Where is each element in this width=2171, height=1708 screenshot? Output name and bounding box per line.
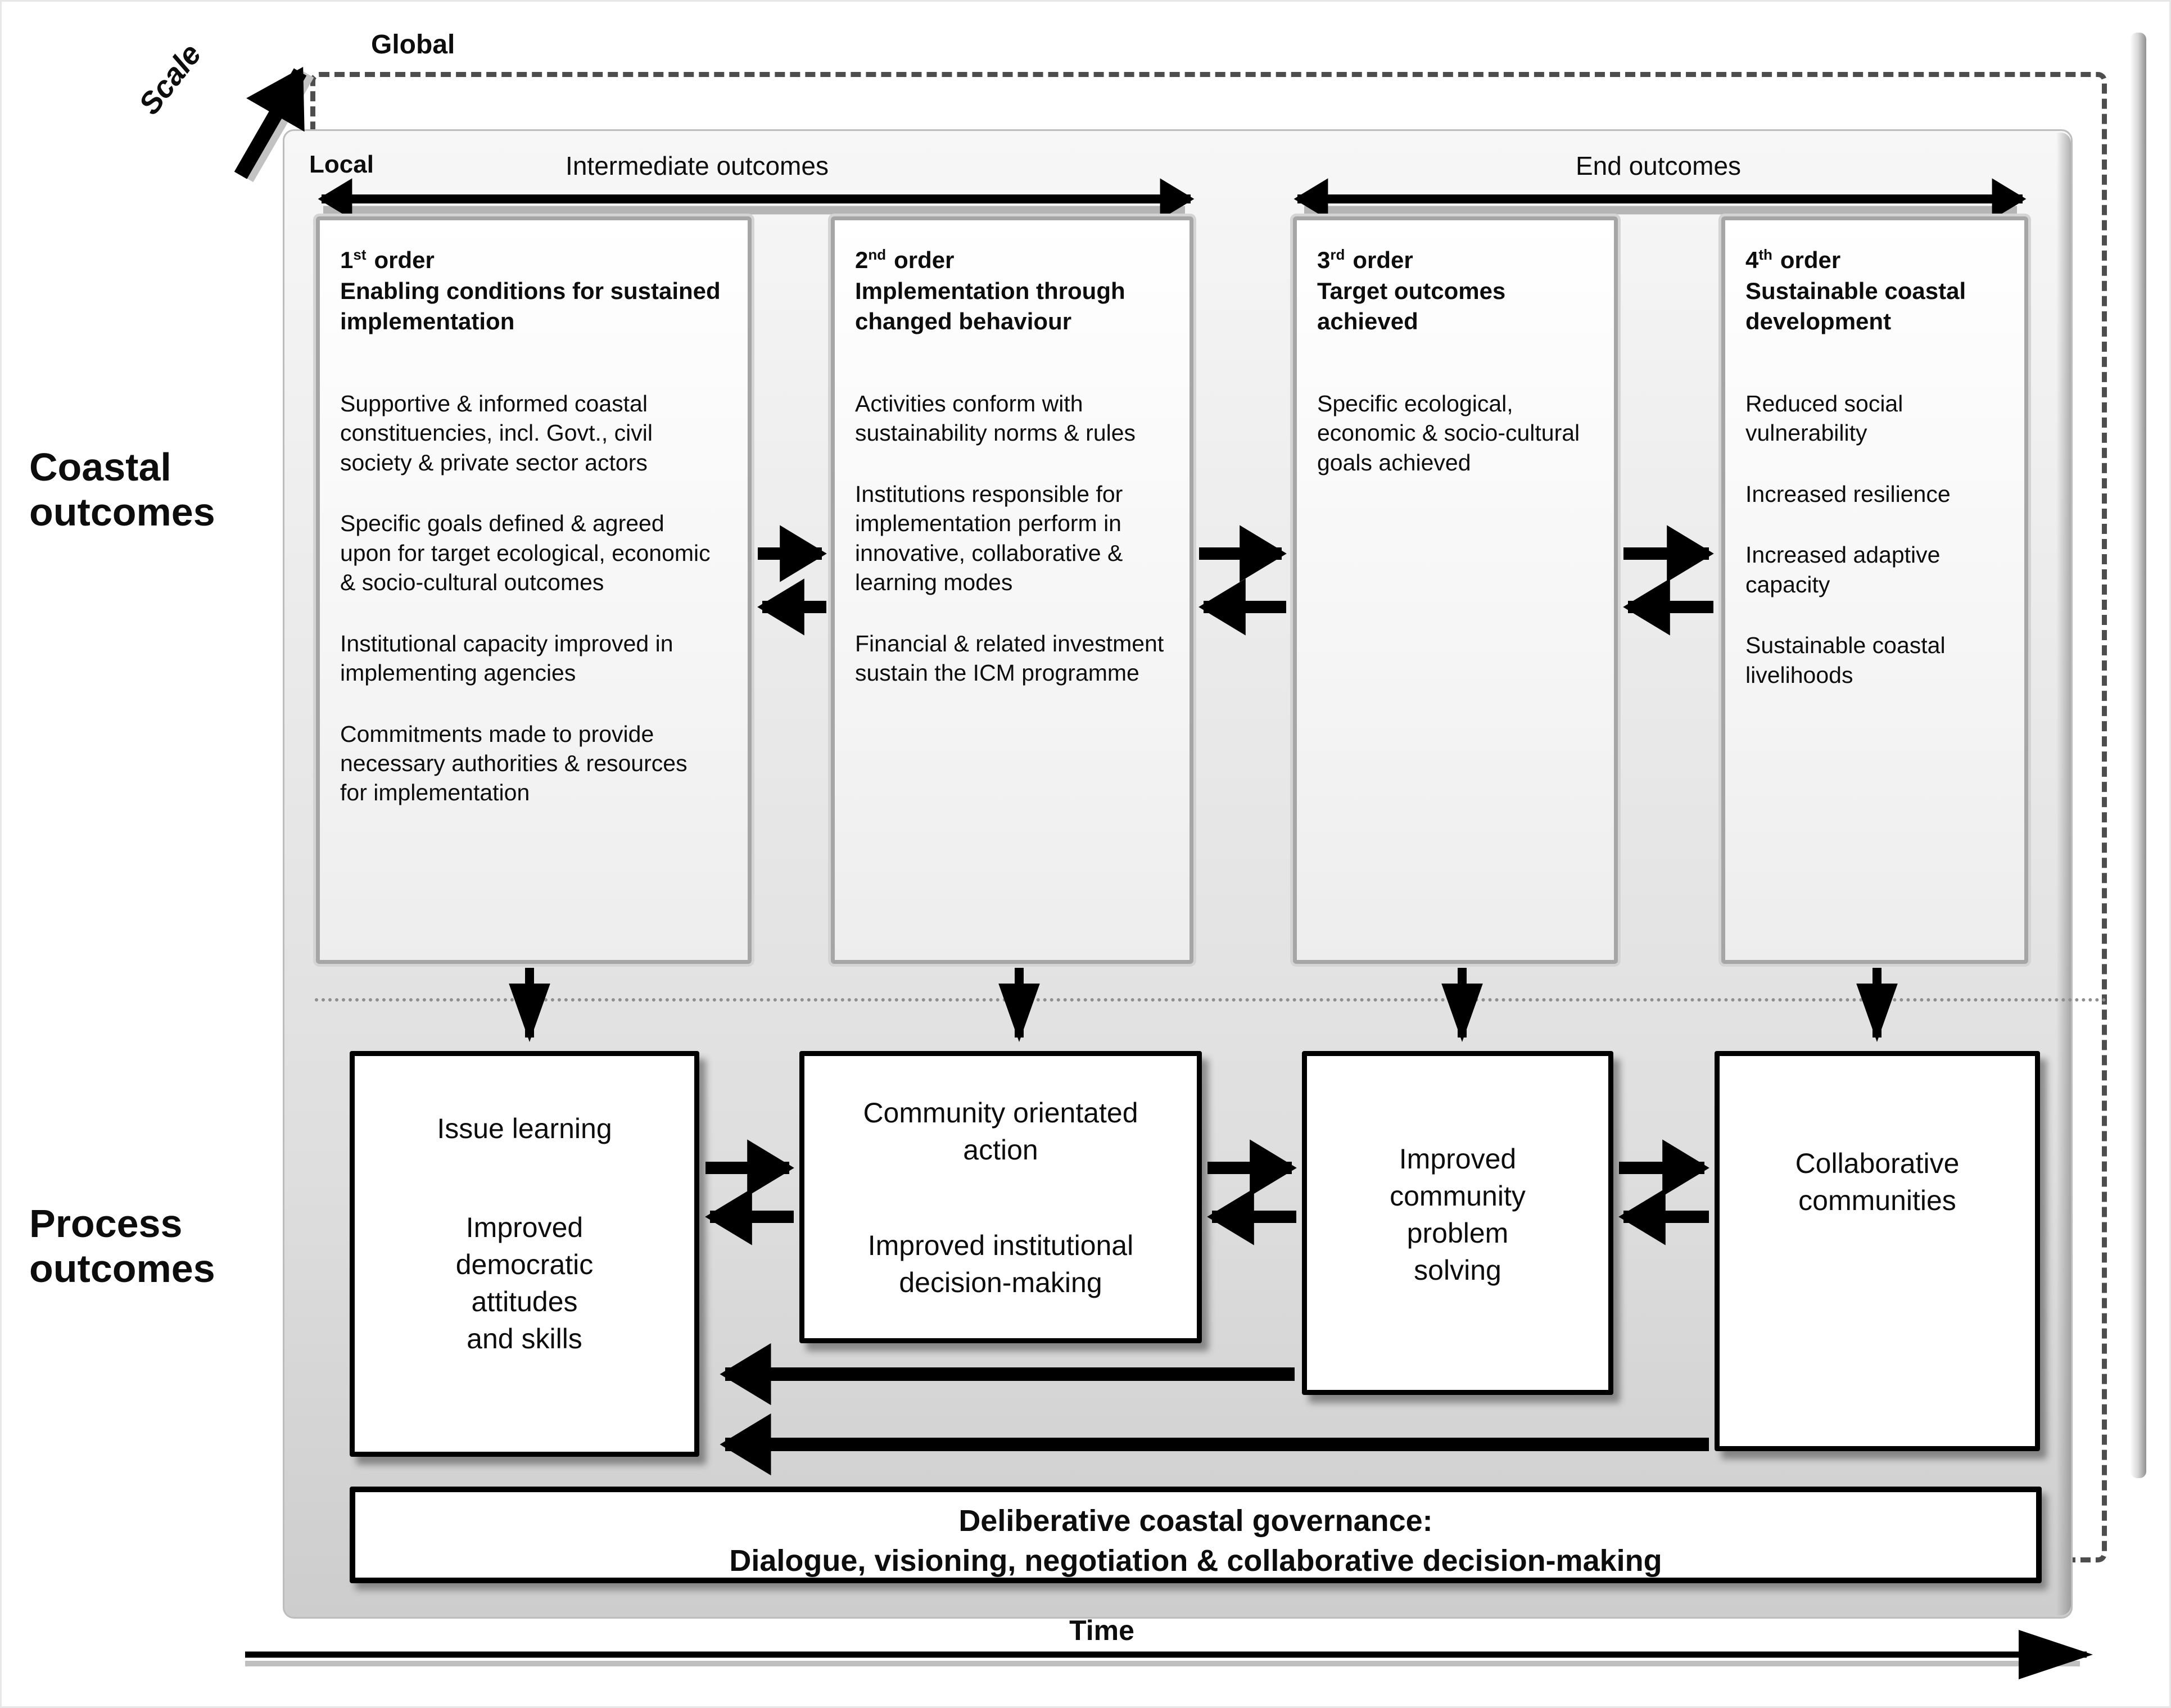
process-box-problem-solving: Improved community problem solving: [1302, 1051, 1613, 1395]
process-box-2-line: Improved institutional decision-making: [867, 1230, 1134, 1298]
process-box-collaborative-communities: Collaborative communities: [1715, 1051, 2040, 1451]
global-scale-label: Global: [371, 30, 455, 60]
process-box-3-line: Improved community problem solving: [1390, 1143, 1526, 1286]
coastal-box-2-para: Activities conform with sustainability n…: [855, 390, 1136, 446]
coastal-box-2-para: Financial & related investment sustain t…: [855, 630, 1164, 686]
coastal-box-4-para: Increased resilience: [1745, 481, 1951, 507]
coastal-box-4-para: Reduced social vulnerability: [1745, 390, 1903, 446]
scale-axis-label: Scale: [132, 37, 208, 121]
coastal-box-1-para: Supportive & informed coastal constituen…: [340, 390, 653, 475]
governance-line-2: Dialogue, visioning, negotiation & colla…: [729, 1544, 1662, 1578]
local-scale-label: Local: [309, 151, 374, 178]
coastal-box-1-para: Institutional capacity improved in imple…: [340, 630, 673, 686]
coastal-box-4-para: Sustainable coastal livelihoods: [1745, 632, 1946, 688]
panel-right-edge-shade: [2056, 133, 2071, 1615]
coastal-box-3-para: Specific ecological, economic & socio-cu…: [1317, 390, 1580, 475]
process-box-1-line: Issue learning: [437, 1113, 612, 1144]
process-outcomes-row-label: Process outcomes: [29, 1202, 215, 1290]
stacked-panel-shadow: [2131, 33, 2146, 1478]
time-axis-label: Time: [1069, 1615, 1134, 1646]
coastal-box-2-para: Institutions responsible for implementat…: [855, 481, 1123, 596]
process-box-issue-learning: Issue learning Improved democratic attit…: [350, 1051, 699, 1457]
process-box-4-line: Collaborative communities: [1795, 1148, 1960, 1216]
process-box-1-line: Improved democratic attitudes and skills: [455, 1212, 594, 1354]
coastal-box-1-para: Commitments made to provide necessary au…: [340, 721, 688, 806]
coastal-process-divider: [315, 998, 2107, 1002]
process-box-community-action: Community orientated action Improved ins…: [799, 1051, 1202, 1343]
intermediate-outcomes-header: Intermediate outcomes: [566, 151, 829, 180]
coastal-box-4-para: Increased adaptive capacity: [1745, 542, 1941, 597]
coastal-box-1-para: Specific goals defined & agreed upon for…: [340, 510, 711, 596]
coastal-outcomes-row-label: Coastal outcomes: [29, 445, 215, 534]
process-box-2-line: Community orientated action: [863, 1097, 1138, 1166]
governance-line-1: Deliberative coastal governance:: [958, 1504, 1433, 1538]
end-outcomes-header: End outcomes: [1575, 151, 1742, 180]
deliberative-governance-bar: Deliberative coastal governance: Dialogu…: [350, 1487, 2042, 1583]
